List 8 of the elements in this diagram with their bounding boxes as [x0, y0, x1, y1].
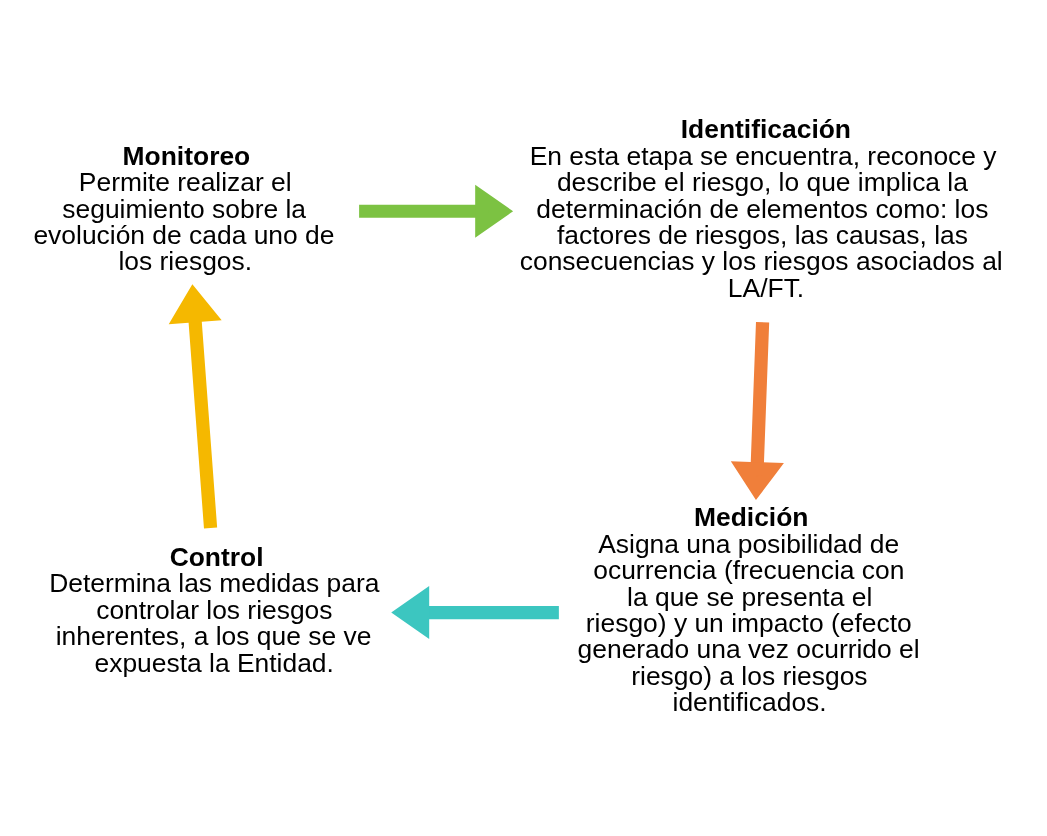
arrow [730, 321, 784, 500]
arrow [359, 184, 514, 238]
node-text: Medición Asigna una posibilidad de ocurrencia (frecuencia con la que se presenta el riesgo) y un impacto (efecto generado una vez ocurrido el riesgo) a los riesgos identificados. [577, 501, 920, 717]
node-text: Identificación En esta etapa se encuentra, reconoce y describe el riesgo, lo que implica la determinación de elementos como: los factores de riesgos, las causas, las consecuencias y los riesgos asociados al LA/FT. [519, 113, 1003, 303]
arrow [391, 585, 559, 639]
node-text: Monitoreo Permite realizar el seguimiento sobre la evolución de cada uno de los riesgos. [33, 140, 335, 276]
arrow [168, 283, 222, 529]
node-text: Control Determina las medidas para controlar los riesgos inherentes, a los que se ve expuesta la Entidad. [49, 541, 380, 678]
